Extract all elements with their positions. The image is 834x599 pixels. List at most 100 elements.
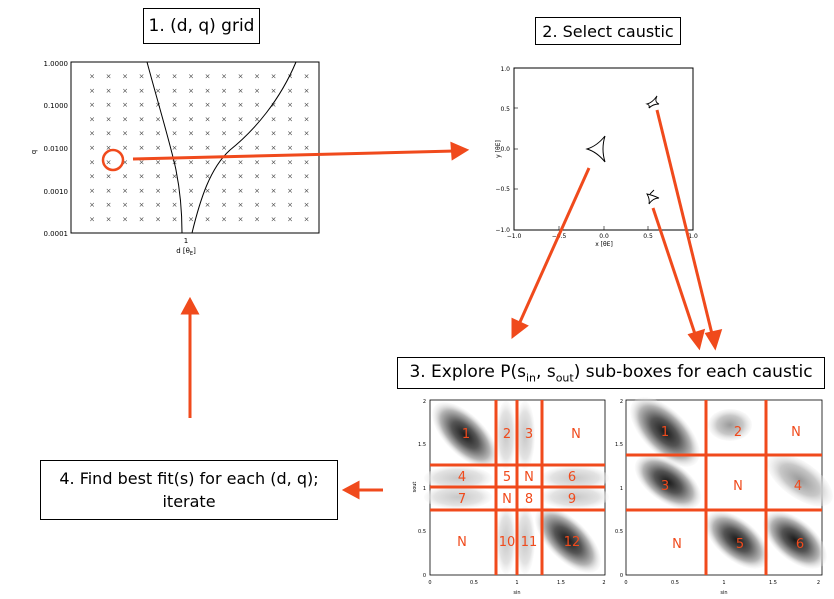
arrow-central-to-subbox bbox=[518, 167, 591, 323]
caustic-ytick: 1.0 bbox=[500, 66, 510, 73]
arrowhead bbox=[704, 328, 723, 351]
grid-cross: × bbox=[172, 73, 178, 81]
grid-cross: × bbox=[122, 87, 128, 95]
boundary-curve-left bbox=[146, 61, 183, 234]
grid-cross: × bbox=[188, 144, 194, 152]
selected-grid-point[interactable] bbox=[101, 148, 125, 172]
arrowhead bbox=[341, 480, 360, 500]
grid-cross: × bbox=[254, 101, 260, 109]
arrow-top-caustic-to-subbox bbox=[655, 109, 714, 335]
subbox-xtick: 2 bbox=[602, 580, 605, 586]
grid-cross: × bbox=[172, 144, 178, 152]
grid-cross: × bbox=[139, 173, 145, 181]
grid-cross: × bbox=[287, 87, 293, 95]
grid-cross: × bbox=[271, 73, 277, 81]
grid-cross: × bbox=[139, 87, 145, 95]
step1-text: 1. (d, q) grid bbox=[148, 16, 255, 36]
step4-line2: iterate bbox=[162, 492, 216, 511]
grid-cross: × bbox=[106, 144, 112, 152]
grid-cross: × bbox=[122, 201, 128, 209]
subbox-label: N bbox=[502, 492, 512, 507]
planetary-caustic-top bbox=[645, 95, 660, 109]
grid-cross: × bbox=[254, 73, 260, 81]
grid-ytick: 0.1000 bbox=[44, 102, 69, 110]
arrowhead bbox=[180, 296, 200, 315]
grid-cross: × bbox=[271, 173, 277, 181]
density-blob bbox=[496, 401, 516, 469]
grid-cross: × bbox=[304, 173, 310, 181]
grid-cross: × bbox=[287, 187, 293, 195]
caustic-xtick: 0.0 bbox=[599, 233, 609, 240]
subbox-label: 1 bbox=[462, 427, 470, 442]
grid-cross: × bbox=[155, 115, 161, 123]
grid-cross: × bbox=[155, 101, 161, 109]
grid-cross: × bbox=[205, 87, 211, 95]
arrowhead bbox=[511, 317, 529, 340]
grid-cross: × bbox=[238, 173, 244, 181]
grid-cross: × bbox=[188, 158, 194, 166]
grid-cross: × bbox=[287, 173, 293, 181]
subbox-label: 11 bbox=[521, 535, 538, 550]
grid-cross: × bbox=[221, 173, 227, 181]
grid-cross: × bbox=[139, 115, 145, 123]
subbox-label: 2 bbox=[503, 427, 511, 442]
grid-cross: × bbox=[254, 187, 260, 195]
grid-cross: × bbox=[271, 101, 277, 109]
grid-cross: × bbox=[106, 201, 112, 209]
grid-cross: × bbox=[155, 201, 161, 209]
grid-cross: × bbox=[205, 216, 211, 224]
caustic-ytick: 0.0 bbox=[500, 146, 510, 153]
grid-cross: × bbox=[205, 144, 211, 152]
grid-cross: × bbox=[106, 130, 112, 138]
grid-cross: × bbox=[122, 73, 128, 81]
grid-cross: × bbox=[238, 144, 244, 152]
step4-label: 4. Find best fit(s) for each (d, q); ite… bbox=[40, 460, 338, 520]
grid-cross: × bbox=[155, 187, 161, 195]
grid-cross: × bbox=[89, 101, 95, 109]
grid-cross: × bbox=[89, 73, 95, 81]
arrow-bottom-caustic-to-subbox bbox=[651, 207, 697, 335]
grid-cross: × bbox=[106, 73, 112, 81]
grid-cross: × bbox=[304, 87, 310, 95]
step3-label: 3. Explore P(sin, sout) sub-boxes for ea… bbox=[397, 357, 825, 389]
subbox-label: 10 bbox=[499, 535, 516, 550]
step3-text: 3. Explore P(sin, sout) sub-boxes for ea… bbox=[409, 361, 813, 385]
grid-cross: × bbox=[205, 187, 211, 195]
subbox-xtick: 1.5 bbox=[769, 580, 777, 586]
grid-cross: × bbox=[287, 201, 293, 209]
subbox-xlabel: sin bbox=[720, 590, 727, 596]
grid-cross: × bbox=[155, 87, 161, 95]
subbox-ytick: 2 bbox=[620, 399, 623, 405]
grid-cross: × bbox=[106, 187, 112, 195]
density-blob bbox=[763, 511, 827, 569]
grid-cross: × bbox=[139, 73, 145, 81]
grid-cross: × bbox=[89, 130, 95, 138]
grid-cross: × bbox=[122, 144, 128, 152]
subbox-label: N bbox=[457, 535, 467, 550]
grid-cross: × bbox=[205, 73, 211, 81]
grid-cross: × bbox=[287, 101, 293, 109]
grid-cross: × bbox=[155, 144, 161, 152]
grid-cross: × bbox=[122, 130, 128, 138]
grid-cross: × bbox=[89, 187, 95, 195]
grid-cross: × bbox=[254, 144, 260, 152]
grid-cross: × bbox=[238, 130, 244, 138]
grid-cross: × bbox=[172, 173, 178, 181]
grid-cross: × bbox=[106, 158, 112, 166]
density-blob bbox=[515, 401, 535, 469]
grid-cross: × bbox=[89, 201, 95, 209]
grid-cross: × bbox=[155, 173, 161, 181]
subbox-xtick: 0 bbox=[624, 580, 627, 586]
caustic-ytick: −1.0 bbox=[495, 227, 510, 234]
grid-cross: × bbox=[271, 144, 277, 152]
grid-cross: × bbox=[188, 173, 194, 181]
density-blob bbox=[705, 511, 769, 569]
grid-cross: × bbox=[155, 158, 161, 166]
arrowhead bbox=[450, 141, 470, 161]
grid-cross: × bbox=[238, 201, 244, 209]
grid-cross: × bbox=[221, 201, 227, 209]
subbox-label: 9 bbox=[568, 492, 576, 507]
caustic-plot: 1.0 0.5 0.0 −0.5 −1.0 −1.0 −0.5 0.0 0.5 … bbox=[495, 66, 698, 248]
grid-cross: × bbox=[106, 173, 112, 181]
grid-xtick: 1 bbox=[184, 237, 188, 245]
